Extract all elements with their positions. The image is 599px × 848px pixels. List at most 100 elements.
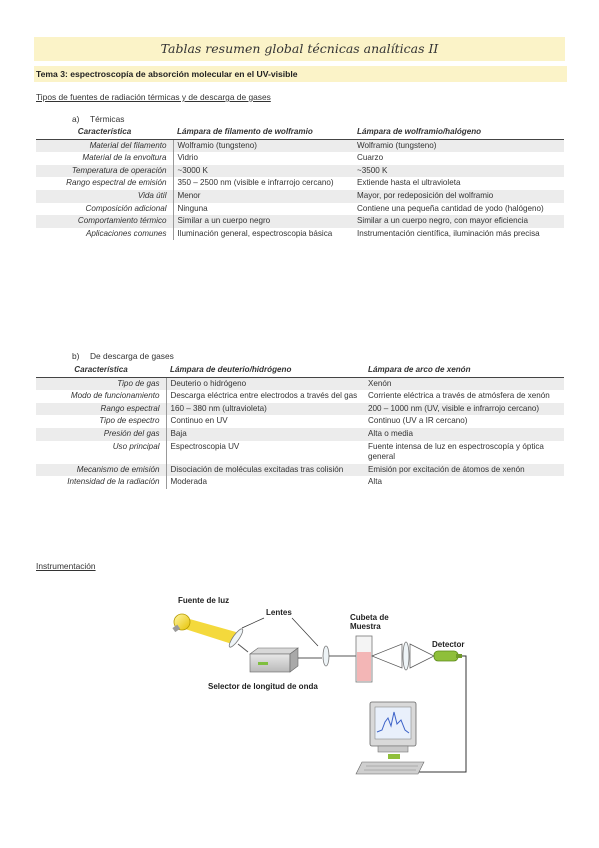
row-value-cell: Ninguna — [177, 203, 208, 213]
row-value-cell: Deuterio o hidrógeno — [166, 377, 364, 391]
row-feature-cell: Rango espectral — [36, 402, 167, 416]
row-value-cell: Descarga eléctrica entre electrodos a tr… — [170, 391, 358, 401]
row-feature-cell: Comportamiento térmico — [36, 215, 174, 228]
row-value-cell: Iluminación general, espectroscopia bási… — [177, 228, 333, 238]
row-feature-cell: Temperatura de operación — [36, 164, 174, 178]
section-title-instrumentation: Instrumentación — [36, 561, 96, 571]
row-feature-cell: Aplicaciones comunes — [36, 227, 174, 241]
row-value-cell: Moderada — [170, 477, 207, 487]
row-feature-cell: Presión del gas — [36, 427, 167, 441]
beam-line — [237, 643, 249, 653]
row-value-cell: Extiende hasta el ultravioleta — [357, 178, 461, 188]
row-value-cell: Mayor, por redeposición del wolframio — [353, 189, 564, 203]
row-feature-cell: Material del filamento — [36, 139, 174, 153]
beam-line — [371, 643, 403, 669]
label-selector: Selector de longitud de onda — [208, 682, 318, 691]
beam-line — [409, 643, 435, 669]
header-halogen-lamp: Lámpara de wolframio/halógeno — [353, 127, 564, 140]
row-feature-cell: Vida útil — [36, 189, 174, 203]
row-value-cell: Contiene una pequeña cantidad de yodo (h… — [357, 203, 544, 213]
label-cell-line1: Cubeta de — [350, 613, 389, 622]
row-feature-cell: Modo de funcionamiento — [36, 390, 167, 403]
row-value-cell: ~3000 K — [173, 164, 353, 178]
row-value-cell: Continuo (UV a IR cercano) — [368, 416, 468, 426]
row-value-cell: Alta — [368, 477, 382, 487]
subsection-thermal: a) Térmicas — [72, 114, 124, 124]
label-source: Fuente de luz — [178, 596, 229, 605]
table-row: Temperatura de operación~3000 K~3500 K — [36, 164, 564, 178]
row-value-cell: 350 – 2500 nm (visible e infrarrojo cerc… — [177, 178, 334, 188]
row-value-cell: Similar a un cuerpo negro, con mayor efi… — [353, 215, 564, 228]
row-feature-cell: Tipo de espectro — [36, 415, 167, 428]
topic-heading: Tema 3: espectroscopía de absorción mole… — [34, 66, 567, 82]
row-value-cell: Instrumentación científica, iluminación … — [357, 228, 540, 238]
light-beam — [182, 618, 236, 644]
row-feature-cell: Uso principal — [36, 440, 167, 464]
row-value-cell: Emisión por excitación de átomos de xenó… — [364, 463, 564, 477]
section-title-sources: Tipos de fuentes de radiación térmicas y… — [36, 92, 271, 102]
pointer-line — [291, 617, 319, 647]
row-value-cell: Corriente eléctrica a través de atmósfer… — [368, 391, 550, 401]
row-feature-cell: Tipo de gas — [36, 377, 167, 391]
subsection-label-a: a) — [72, 114, 80, 124]
row-value-cell: Wolframio (tungsteno) — [173, 139, 353, 153]
row-value-cell: Espectroscopia UV — [170, 441, 240, 451]
row-value-cell: Xenón — [364, 377, 564, 391]
lens-icon — [402, 641, 410, 671]
row-value-cell: Similar a un cuerpo negro — [173, 215, 353, 228]
row-value-cell: Disociación de moléculas excitadas tras … — [166, 463, 364, 477]
pointer-line — [241, 617, 265, 629]
gas-discharge-table: Característica Lámpara de deuterio/hidró… — [36, 365, 564, 489]
header-deuterium-lamp: Lámpara de deuterio/hidrógeno — [166, 365, 364, 378]
subsection-title-a: Térmicas — [90, 114, 125, 124]
row-feature-cell: Rango espectral de emisión — [36, 177, 174, 190]
cuvette-icon — [355, 635, 373, 683]
row-value-cell: 200 – 1000 nm (UV, visible e infrarrojo … — [364, 402, 564, 416]
row-value-cell: 160 – 380 nm (ultravioleta) — [166, 402, 364, 416]
cable-line — [412, 655, 467, 773]
detector-icon — [433, 650, 462, 662]
computer-icon — [355, 701, 425, 775]
label-detector: Detector — [432, 640, 464, 649]
row-feature-cell: Material de la envoltura — [36, 152, 174, 165]
light-source-icon — [172, 613, 191, 633]
table-header-row: Característica Lámpara de deuterio/hidró… — [36, 365, 564, 378]
label-lenses: Lentes — [266, 608, 292, 617]
header-feature: Característica — [36, 365, 166, 378]
subsection-title-b: De descarga de gases — [90, 351, 174, 361]
row-value-cell: Menor — [173, 189, 353, 203]
row-value-cell: Wolframio (tungsteno) — [353, 139, 564, 153]
row-value-cell: Continuo en UV — [170, 416, 228, 426]
header-xenon-lamp: Lámpara de arco de xenón — [364, 365, 564, 378]
table-header-row: Característica Lámpara de filamento de w… — [36, 127, 564, 140]
page-title: Tablas resumen global técnicas analítica… — [34, 37, 565, 61]
label-cell-line2: Muestra — [350, 622, 381, 631]
row-value-cell: Vidrio — [177, 153, 199, 163]
header-tungsten-lamp: Lámpara de filamento de wolframio — [173, 127, 353, 140]
row-feature-cell: Composición adicional — [36, 202, 174, 216]
subsection-label-b: b) — [72, 351, 80, 361]
spectrophotometer-diagram: Fuente de luz Lentes Selector de longitu… — [172, 596, 467, 775]
wavelength-selector-icon — [249, 647, 299, 673]
row-value-cell: Alta o media — [364, 427, 564, 441]
row-value-cell: Fuente intensa de luz en espectroscopía … — [368, 441, 544, 462]
header-feature: Característica — [36, 127, 173, 140]
row-value-cell: Cuarzo — [357, 153, 384, 163]
row-feature-cell: Intensidad de la radiación — [36, 476, 167, 489]
row-value-cell: Baja — [166, 427, 364, 441]
lens-icon — [322, 645, 330, 667]
thermal-sources-table: Característica Lámpara de filamento de w… — [36, 127, 564, 241]
